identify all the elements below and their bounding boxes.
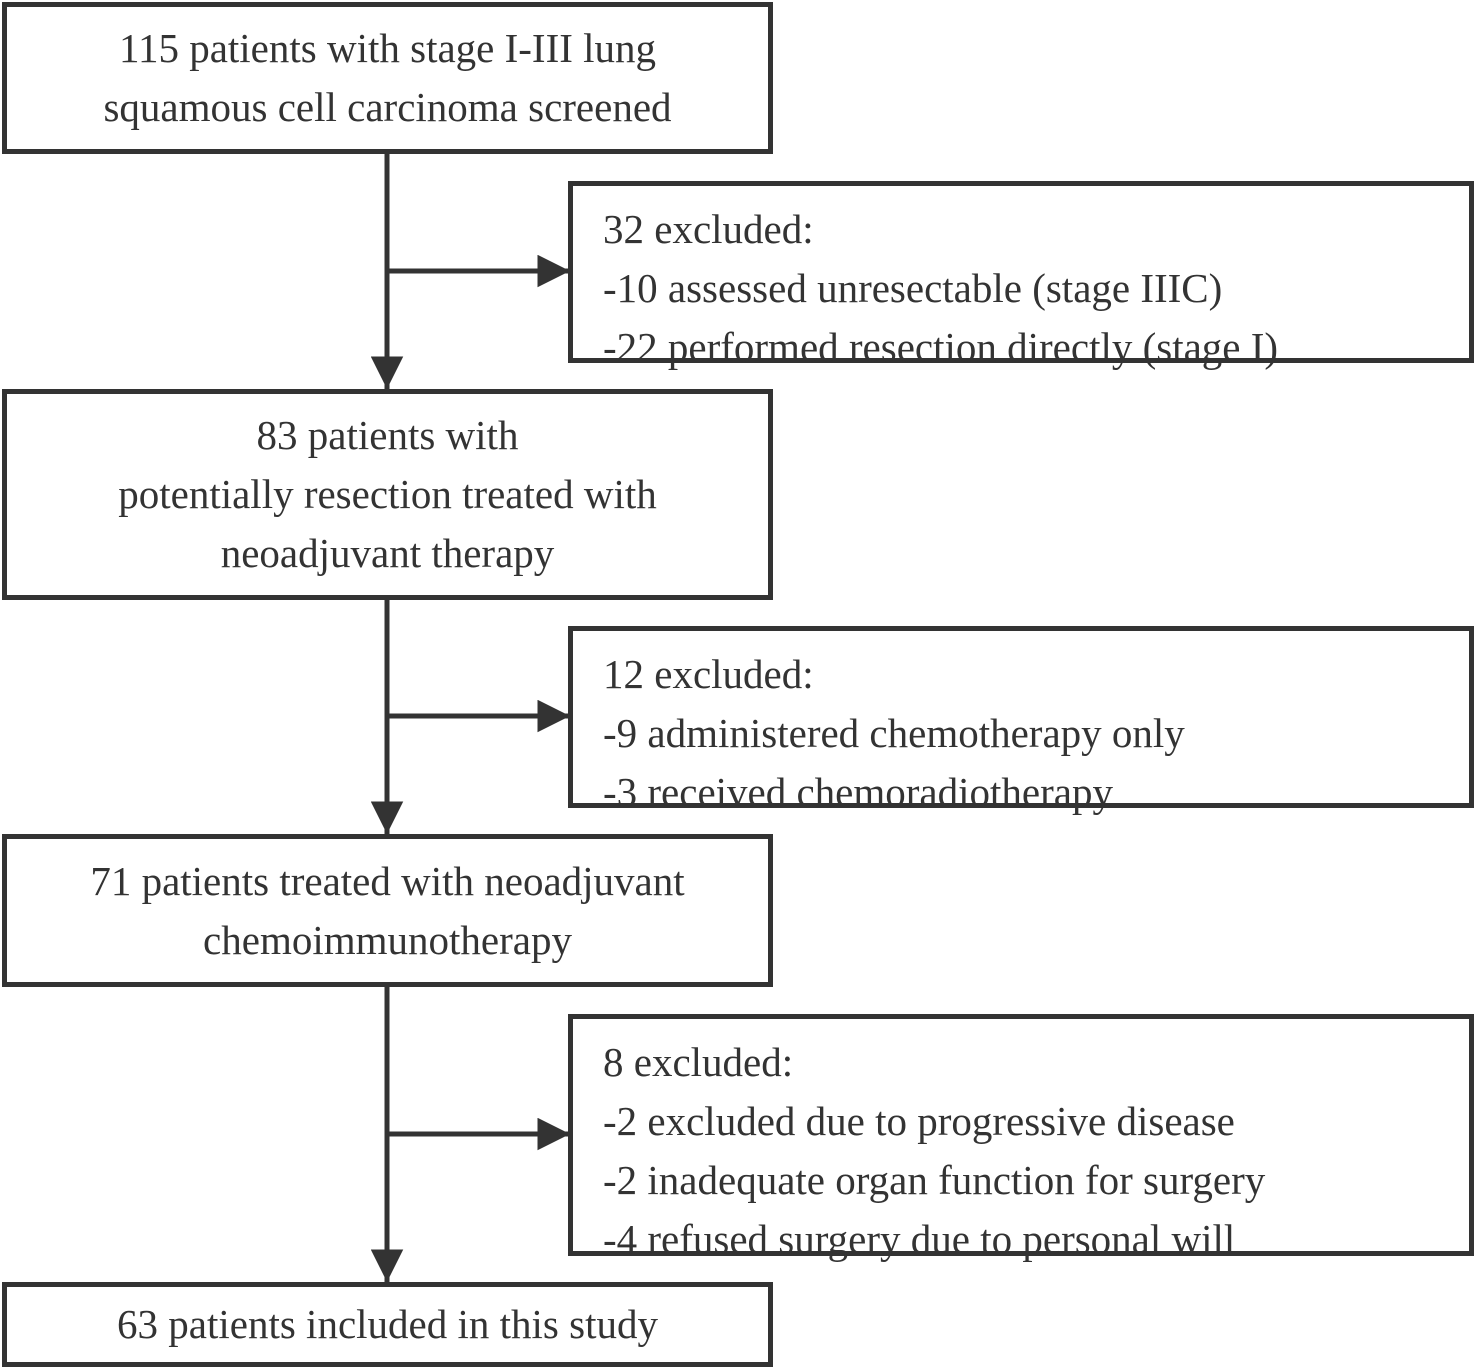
screened-box: 115 patients with stage I-III lung squam… xyxy=(2,2,773,154)
chemoimmunotherapy-box: 71 patients treated with neoadjuvant che… xyxy=(2,834,773,987)
box-text-line: potentially resection treated with xyxy=(118,471,657,517)
box-text-line: squamous cell carcinoma screened xyxy=(103,84,672,130)
exclusion-box-3: 8 excluded: -2 excluded due to progressi… xyxy=(568,1014,1474,1262)
exclusion-box-1: 32 excluded: -10 assessed unresectable (… xyxy=(568,181,1474,370)
box-text-line: chemoimmunotherapy xyxy=(203,916,572,963)
exclusion-heading: 8 excluded: xyxy=(603,1039,794,1085)
exclusion-item: -4 refused surgery due to personal will xyxy=(603,1216,1236,1262)
box-text-line: 71 patients treated with neoadjuvant xyxy=(90,857,685,904)
exclusion-box-2: 12 excluded: -9 administered chemotherap… xyxy=(568,626,1474,815)
neoadjuvant-therapy-box: 83 patients with potentially resection t… xyxy=(2,389,773,600)
box-text-line: neoadjuvant therapy xyxy=(220,530,555,576)
box-text-line: 83 patients with xyxy=(256,412,519,458)
exclusion-item: -2 inadequate organ function for surgery xyxy=(603,1157,1266,1203)
exclusion-item: -9 administered chemotherapy only xyxy=(603,710,1185,756)
exclusion-item: -3 received chemoradiotherapy xyxy=(603,769,1113,815)
exclusion-item: -22 performed resection directly (stage … xyxy=(603,324,1279,370)
box-text-line: 115 patients with stage I-III lung xyxy=(118,25,657,71)
exclusion-item: -2 excluded due to progressive disease xyxy=(603,1098,1235,1144)
box-text-line: 63 patients included in this study xyxy=(117,1301,658,1347)
included-box: 63 patients included in this study xyxy=(2,1282,773,1367)
exclusion-heading: 12 excluded: xyxy=(603,651,814,697)
exclusion-heading: 32 excluded: xyxy=(603,206,814,252)
exclusion-item: -10 assessed unresectable (stage IIIC) xyxy=(603,265,1223,311)
